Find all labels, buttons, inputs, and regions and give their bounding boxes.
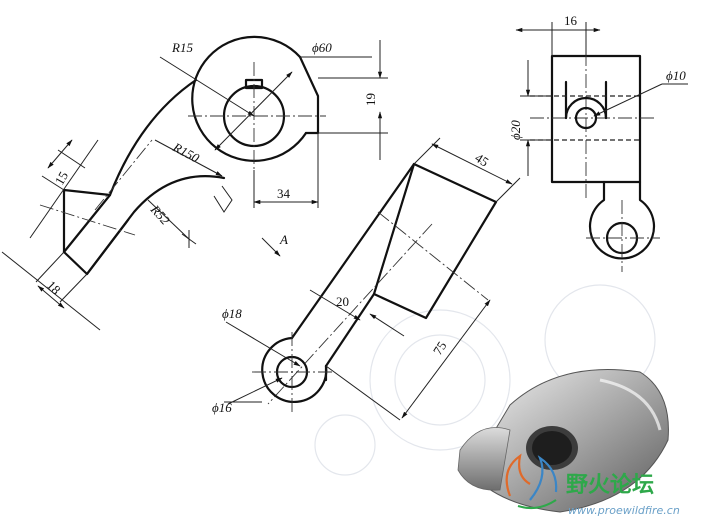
watermark: 野火论坛 www.proewildfire.cn [505, 453, 680, 517]
side-lower-lobe [588, 180, 656, 260]
label-phi60: ϕ60 [312, 40, 332, 55]
view-label-a: A [279, 232, 288, 247]
main-view [1, 35, 388, 331]
hub-outline [191, 35, 308, 162]
label-19: 19 [363, 93, 378, 106]
label-34: 34 [277, 186, 291, 201]
label-phi16: ϕ16 [212, 400, 232, 415]
view-a [224, 137, 521, 421]
dimension-labels: R15 ϕ60 19 R150 34 R52 15 18 45 20 ϕ18 ϕ… [44, 13, 686, 415]
side-block [550, 54, 642, 184]
arm-end-block [62, 188, 130, 276]
watermark-name: 野火论坛 [566, 472, 654, 498]
arm-a-outline [372, 162, 498, 320]
side-bore [574, 106, 598, 130]
label-r52: R52 [147, 201, 173, 228]
rendered-part [457, 369, 669, 513]
label-18: 18 [44, 278, 64, 298]
label-16: 16 [564, 13, 578, 28]
label-45: 45 [472, 150, 491, 170]
label-phi10: ϕ10 [666, 68, 686, 83]
hub-tab [298, 55, 320, 135]
label-75: 75 [430, 339, 450, 358]
arm-inner-edge [85, 175, 226, 276]
label-r15: R15 [171, 40, 193, 55]
label-phi20: ϕ20 [508, 120, 523, 140]
flame-logo-icon [505, 453, 558, 510]
label-r150: R150 [170, 139, 203, 166]
watermark-url: www.proewildfire.cn [568, 504, 680, 517]
label-phi18: ϕ18 [222, 306, 242, 321]
end-boss [261, 336, 328, 403]
side-view [515, 22, 688, 272]
label-15: 15 [52, 169, 71, 188]
label-20: 20 [336, 294, 349, 309]
